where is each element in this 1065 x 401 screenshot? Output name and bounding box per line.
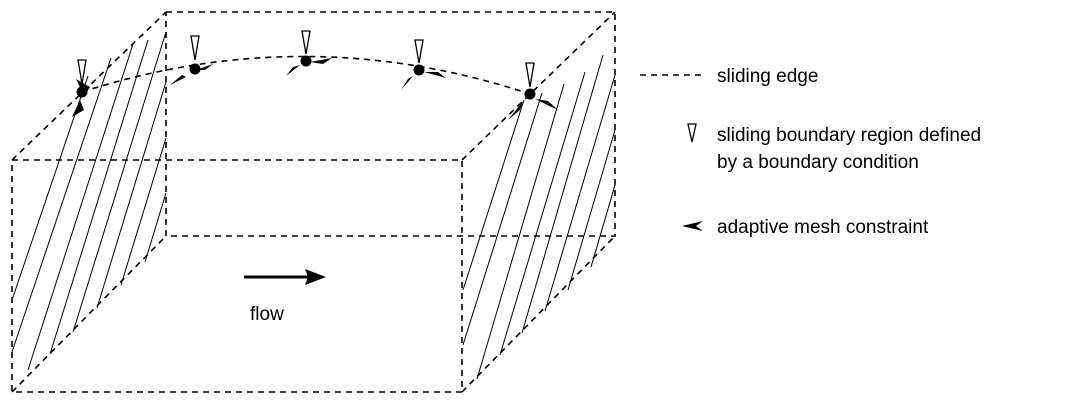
filled-arrowhead-icon — [424, 72, 446, 78]
legend-boundary-line2: by a boundary condition — [717, 152, 919, 173]
flow-label: flow — [250, 304, 284, 325]
right-face-hatching — [462, 54, 616, 380]
legend-sliding-edge: sliding edge — [717, 66, 818, 87]
sliding-nodes — [76, 55, 536, 100]
boundary-condition-markers — [77, 30, 535, 88]
hollow-triangle-icon — [525, 62, 535, 88]
filled-arrowhead-icon — [286, 65, 300, 76]
hollow-triangle-icon — [414, 39, 424, 64]
box-outline — [11, 11, 616, 393]
left-face-hatching — [11, 31, 167, 371]
legend-boundary-line1: sliding boundary region defined — [717, 125, 981, 146]
hollow-triangle-icon — [190, 35, 200, 61]
filled-arrowhead-icon — [508, 101, 523, 120]
filled-arrowhead-icon — [72, 100, 84, 117]
legend-constraint: adaptive mesh constraint — [717, 217, 929, 238]
hollow-triangle-icon — [301, 30, 311, 55]
filled-arrowhead-icon — [682, 221, 703, 231]
filled-arrowhead-icon — [535, 99, 558, 110]
filled-arrowhead-icon — [170, 75, 186, 85]
hollow-triangle-icon — [77, 59, 87, 85]
filled-arrowhead-icon — [310, 58, 332, 64]
hollow-triangle-icon — [687, 123, 697, 143]
legend: sliding edge sliding boundary region def… — [640, 66, 981, 238]
filled-arrowhead-icon — [401, 76, 413, 90]
flow-arrow — [244, 269, 326, 285]
mesh-constraint-markers — [72, 58, 558, 120]
